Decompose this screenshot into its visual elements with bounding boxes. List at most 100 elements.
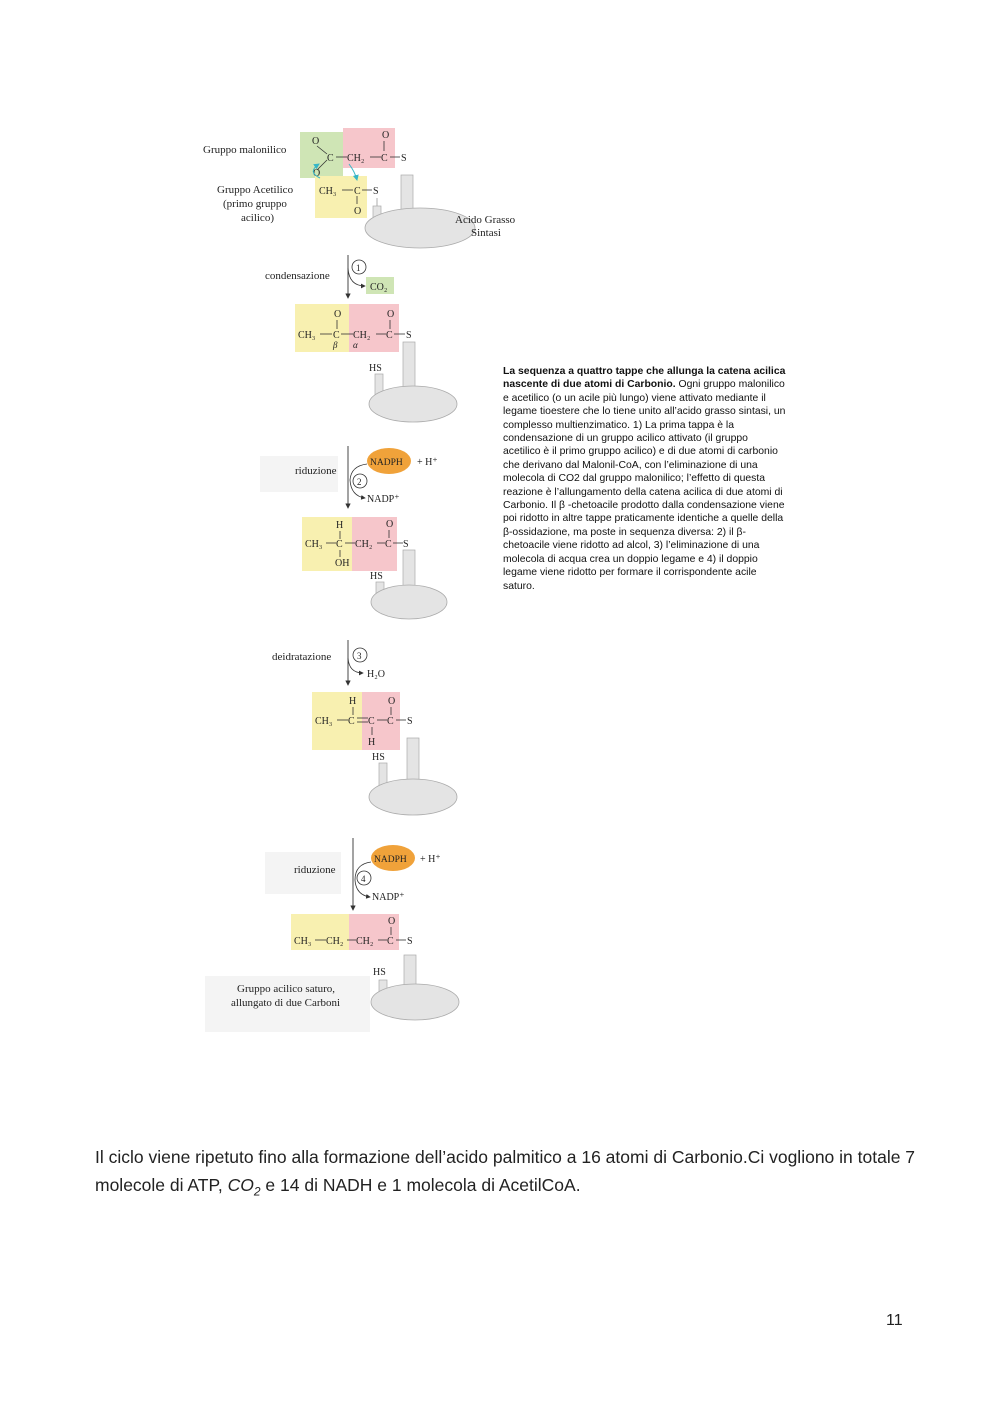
step-2-reduction: riduzione NADPH + H⁺ 2 NADP⁺ <box>260 446 438 509</box>
figure-caption: La sequenza a quattro tappe che allunga … <box>503 365 788 593</box>
atom: CH₂ <box>355 539 372 550</box>
atom: CH₃ <box>294 936 311 947</box>
step-number-1: 1 <box>356 263 361 273</box>
atom: S <box>403 539 409 550</box>
atom: CH₃ <box>305 539 322 550</box>
atom: O <box>312 136 319 147</box>
atom: O <box>382 130 389 141</box>
atom: HS <box>373 967 386 978</box>
new-unit-highlight <box>343 128 395 168</box>
beta-ketoacyl-block: O CH₃ C β CH₂ α C O S HS <box>295 304 458 423</box>
atom: C <box>386 330 393 341</box>
label-enzyme: Acido Grasso <box>455 214 516 226</box>
page-number: 11 <box>886 1312 903 1329</box>
acetyl-highlight <box>315 176 367 218</box>
step-number-2: 2 <box>357 477 362 487</box>
enzyme-icon <box>364 207 476 249</box>
atom: O <box>388 916 395 927</box>
atom: C <box>368 716 375 727</box>
label-malonyl-group: Gruppo malonilico <box>203 144 287 156</box>
atom: CH₃ <box>319 186 336 197</box>
label-step-3: deidratazione <box>272 651 331 663</box>
label-final-group-2: allungato di due Carboni <box>231 997 340 1009</box>
atom: CH₂ <box>356 936 373 947</box>
malonyl-highlight <box>300 132 343 178</box>
atom: HS <box>370 571 383 582</box>
beta-hydroxyacyl-block: H CH₃ C OH CH₂ C O S HS <box>302 517 448 620</box>
enzyme-icon <box>370 983 460 1021</box>
atom: C <box>348 716 355 727</box>
nadp-label: NADP⁺ <box>367 494 400 505</box>
label-step-2: riduzione <box>295 465 337 477</box>
nadph-label: NADPH <box>374 855 407 865</box>
atom: C <box>381 153 388 164</box>
atom: O <box>313 168 320 179</box>
step-number-3: 3 <box>357 651 362 661</box>
atom: CH₂ <box>347 153 364 164</box>
atom: O <box>386 519 393 530</box>
enzyme-icon <box>368 385 458 423</box>
nadp-label: NADP⁺ <box>372 892 405 903</box>
atom: CH₃ <box>315 716 332 727</box>
atom: HS <box>369 363 382 374</box>
label-acetyl-group-3: acilico) <box>241 212 274 224</box>
co2-base: CO <box>227 1175 254 1195</box>
nadph-icon <box>371 845 415 871</box>
co2-sub: 2 <box>253 1184 261 1199</box>
atom: C <box>336 539 343 550</box>
atom: CH₃ <box>298 330 315 341</box>
label-enzyme-2: Sintasi <box>471 227 501 239</box>
h-plus-label: + H⁺ <box>417 457 438 468</box>
atom: C <box>387 716 394 727</box>
atom: S <box>401 153 407 164</box>
atom: C <box>354 186 361 197</box>
atom: O <box>388 696 395 707</box>
label-final-group: Gruppo acilico saturo, <box>237 983 335 995</box>
atom: C <box>385 539 392 550</box>
label-acetyl-group-2: (primo gruppo <box>223 198 287 210</box>
body-text-after: e 14 di NADH e 1 molecola di AcetilCoA. <box>260 1175 581 1195</box>
label-acetyl-group: Gruppo Acetilico <box>217 184 294 196</box>
step-number-4: 4 <box>361 874 366 884</box>
start-block: Gruppo malonilico O C O CH₂ C O S Gruppo… <box>203 128 516 249</box>
h2o-label: H₂O <box>367 669 385 680</box>
atom: H <box>368 737 375 748</box>
atom: O <box>354 206 361 217</box>
nadph-icon <box>367 448 411 474</box>
atom: C <box>387 936 394 947</box>
body-text-before: Il ciclo viene ripetuto fino alla formaz… <box>95 1147 916 1195</box>
atom: O <box>387 309 394 320</box>
atom: H <box>349 696 356 707</box>
step-3-dehydration: deidratazione 3 H₂O <box>272 640 385 686</box>
atom: S <box>407 936 413 947</box>
atom: C <box>327 153 334 164</box>
atom: C <box>333 330 340 341</box>
atom: O <box>334 309 341 320</box>
label-step-1: condensazione <box>265 270 330 282</box>
atom: H <box>336 520 343 531</box>
label-step-4: riduzione <box>294 864 336 876</box>
enzyme-icon <box>368 778 458 816</box>
atom: CH₂ <box>326 936 343 947</box>
co2-formula: CO2 <box>227 1175 261 1199</box>
step-4-reduction: riduzione NADPH + H⁺ 4 NADP⁺ <box>265 838 441 911</box>
beta-label: β <box>332 340 338 350</box>
step-1-condensation: condensazione 1 CO₂ <box>265 255 394 299</box>
caption-title: La sequenza a quattro tappe che allunga … <box>503 366 786 391</box>
atom: S <box>407 716 413 727</box>
atom: OH <box>335 558 349 569</box>
saturated-acyl-block: CH₃ CH₂ CH₂ C O S HS Gruppo acilico satu… <box>205 914 460 1032</box>
body-paragraph: Il ciclo viene ripetuto fino alla formaz… <box>95 1143 925 1206</box>
atom: S <box>373 186 379 197</box>
enoyl-block: H CH₃ C C H C O S HS <box>312 692 458 816</box>
co2-box <box>366 277 394 294</box>
h-plus-label: + H⁺ <box>420 854 441 865</box>
fatty-acid-synthesis-diagram: Gruppo malonilico O C O CH₂ C O S Gruppo… <box>203 128 516 1032</box>
atom: HS <box>372 752 385 763</box>
atom: S <box>406 330 412 341</box>
alpha-label: α <box>353 340 358 350</box>
atom: CH₂ <box>353 330 370 341</box>
co2-label: CO₂ <box>370 282 387 293</box>
caption-text: Ogni gruppo malonilico e acetilico (o un… <box>503 379 786 592</box>
enzyme-icon <box>370 584 448 620</box>
